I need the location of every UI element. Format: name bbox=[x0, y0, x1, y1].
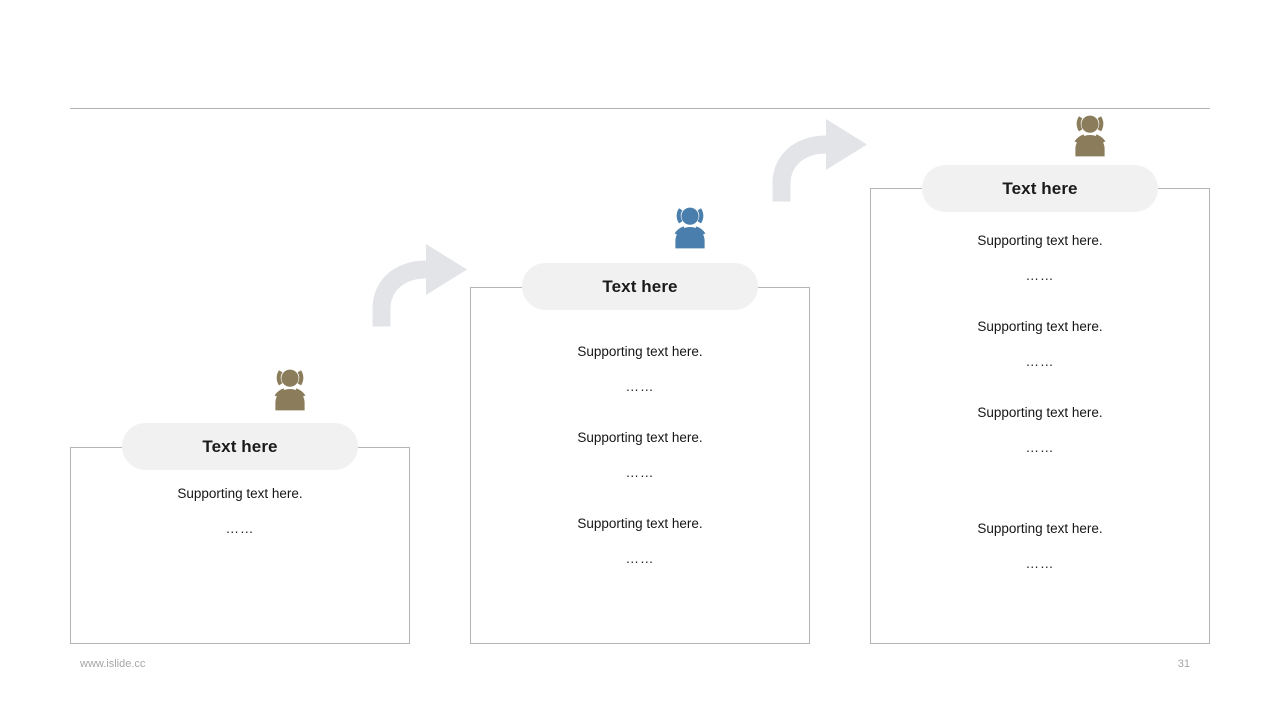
list-item: Supporting text here. …… bbox=[70, 487, 410, 535]
stage-title-pill[interactable]: Text here bbox=[522, 263, 758, 310]
ellipsis-text: …… bbox=[625, 550, 655, 566]
list-item: Supporting text here. …… bbox=[870, 234, 1210, 282]
page-number: 31 bbox=[1177, 658, 1190, 670]
ellipsis-text: …… bbox=[225, 520, 255, 536]
ellipsis-text: …… bbox=[625, 378, 655, 394]
ellipsis-text: …… bbox=[1025, 267, 1055, 283]
list-item: Supporting text here. …… bbox=[470, 345, 810, 393]
supporting-text: Supporting text here. bbox=[577, 344, 703, 359]
supporting-text: Supporting text here. bbox=[977, 405, 1103, 420]
stage-title-pill[interactable]: Text here bbox=[922, 165, 1158, 212]
ellipsis-text: …… bbox=[1025, 439, 1055, 455]
stage-body: Supporting text here. …… Supporting text… bbox=[470, 345, 810, 565]
people-group-icon bbox=[240, 367, 340, 413]
ellipsis-text: …… bbox=[625, 464, 655, 480]
stage-title-pill[interactable]: Text here bbox=[122, 423, 358, 470]
curved-arrow-right-icon bbox=[768, 118, 870, 202]
stage-content-box bbox=[870, 188, 1210, 644]
supporting-text: Supporting text here. bbox=[177, 486, 303, 501]
supporting-text: Supporting text here. bbox=[977, 233, 1103, 248]
people-group-icon bbox=[1040, 113, 1140, 159]
curved-arrow-right-icon bbox=[368, 243, 470, 327]
stage-title-label: Text here bbox=[1002, 179, 1078, 198]
list-item: Supporting text here. …… bbox=[870, 522, 1210, 570]
list-item: Supporting text here. …… bbox=[470, 431, 810, 479]
supporting-text: Supporting text here. bbox=[977, 521, 1103, 536]
stage-body: Supporting text here. …… Supporting text… bbox=[870, 234, 1210, 570]
stage-content-box bbox=[70, 447, 410, 644]
stage-title-label: Text here bbox=[602, 277, 678, 296]
footer-site-label: www.islide.cc bbox=[80, 658, 146, 670]
list-item: Supporting text here. …… bbox=[470, 517, 810, 565]
supporting-text: Supporting text here. bbox=[577, 516, 703, 531]
stage-body: Supporting text here. …… bbox=[70, 487, 410, 535]
people-group-icon bbox=[640, 205, 740, 251]
supporting-text: Supporting text here. bbox=[577, 430, 703, 445]
ellipsis-text: …… bbox=[1025, 555, 1055, 571]
supporting-text: Supporting text here. bbox=[977, 319, 1103, 334]
ellipsis-text: …… bbox=[1025, 353, 1055, 369]
stage-content-box bbox=[470, 287, 810, 644]
header-divider bbox=[70, 108, 1210, 109]
stage-title-label: Text here bbox=[202, 437, 278, 456]
list-item: Supporting text here. …… bbox=[870, 320, 1210, 368]
list-item: Supporting text here. …… bbox=[870, 406, 1210, 454]
